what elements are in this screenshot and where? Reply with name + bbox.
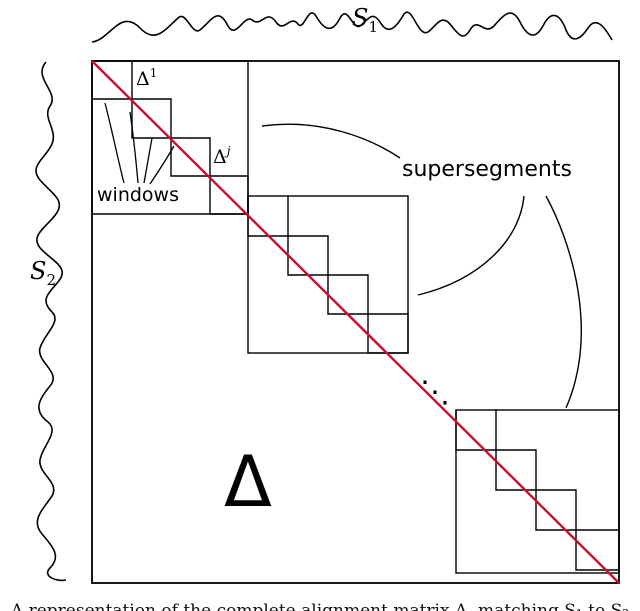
alignment-diagonal	[91, 60, 620, 584]
ellipsis-dots: ⋱	[420, 375, 450, 410]
label-big-delta: Δ	[224, 441, 272, 523]
label-delta-j: Δj	[213, 144, 231, 168]
supersegment-2-windows	[247, 196, 409, 354]
signal-s2-waveform	[35, 61, 67, 582]
supersegment-3-windows	[455, 410, 619, 571]
label-s2: S2	[30, 257, 56, 289]
windows-pointer-lines	[104, 102, 175, 185]
supersegment-3-box	[455, 409, 620, 574]
label-supersegments: supersegments	[402, 157, 572, 182]
figure-caption: A representation of the complete alignme…	[10, 601, 630, 611]
supersegments-pointer-lines	[261, 123, 582, 409]
label-delta-1: Δ1	[136, 66, 157, 90]
supersegment-2-box	[247, 195, 409, 354]
label-s1: S1	[352, 4, 378, 36]
signal-s1-waveform	[91, 11, 613, 43]
matrix-outer-border	[91, 60, 620, 584]
label-windows: windows	[97, 184, 179, 206]
